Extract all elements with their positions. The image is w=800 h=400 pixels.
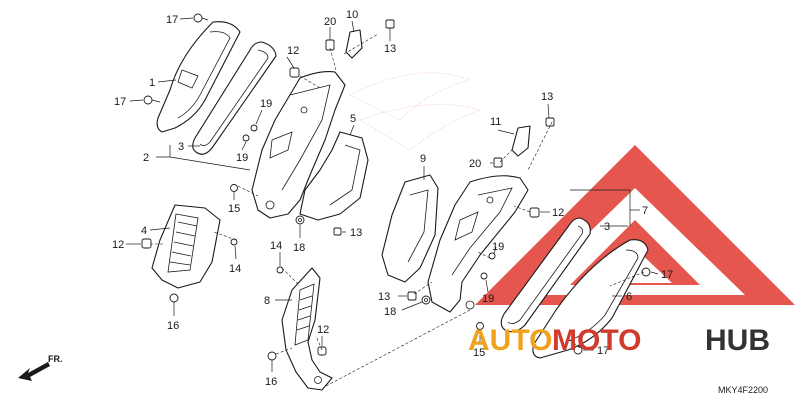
watermark-logo	[475, 145, 795, 305]
callout-17: 17	[661, 269, 673, 281]
svg-text:HUB: HUB	[705, 324, 770, 357]
bolt-15-b	[476, 322, 484, 330]
screw-14-b	[276, 266, 284, 274]
callout-9: 9	[420, 153, 426, 165]
callout-13: 13	[350, 227, 362, 239]
nut-13-a	[385, 19, 395, 29]
grommet-12-a	[289, 67, 300, 78]
bolt-17-left	[143, 95, 161, 105]
screw-19-a	[250, 124, 258, 132]
screw-14-a	[230, 238, 238, 246]
callout-3: 3	[604, 221, 610, 233]
callout-19: 19	[482, 293, 494, 305]
screw-19-c	[488, 252, 496, 260]
callout-14: 14	[270, 240, 282, 252]
bolt-20-b	[493, 157, 503, 168]
grommet-12-b	[141, 238, 152, 249]
screw-19-b	[242, 134, 250, 142]
front-direction-indicator: FR.	[18, 354, 63, 381]
arrow-down-left-icon	[18, 362, 50, 381]
part-1-side-cover	[156, 21, 241, 133]
watermark-text: AUTO MOTO HUB	[468, 324, 770, 357]
part-8-lower-panel	[281, 267, 333, 391]
nut-13-b	[333, 227, 342, 236]
callout-labels: 17 1 17 2 3 12 20 10 13 19 19 5 15 4 12 …	[112, 9, 673, 388]
callout-19: 19	[260, 98, 272, 110]
callout-17: 17	[597, 345, 609, 357]
callout-17: 17	[114, 96, 126, 108]
bolt-16-a	[169, 293, 179, 303]
part-4-vent-grille	[151, 204, 221, 289]
callout-16: 16	[265, 376, 277, 388]
callout-15: 15	[473, 347, 485, 359]
callout-14: 14	[229, 263, 241, 275]
callout-12: 12	[317, 324, 329, 336]
washer-18-b	[421, 295, 431, 305]
grommet-12-c	[317, 346, 327, 356]
callout-4: 4	[141, 225, 147, 237]
callout-5: 5	[350, 113, 356, 125]
part-3-seal-left	[192, 41, 277, 155]
svg-text:MOTO: MOTO	[552, 324, 641, 357]
bolt-17-right	[641, 267, 651, 277]
callout-16: 16	[167, 320, 179, 332]
callout-18: 18	[293, 242, 305, 254]
svg-text:AUTO: AUTO	[468, 324, 552, 357]
callout-20: 20	[469, 158, 481, 170]
dotted-background	[349, 72, 482, 151]
callout-13: 13	[384, 43, 396, 55]
bolt-16-b	[267, 351, 277, 361]
nut-13-c	[545, 117, 555, 127]
callout-11: 11	[490, 116, 501, 128]
part-5-inner-panel	[251, 71, 346, 219]
assembly-lines	[150, 33, 645, 387]
callout-18: 18	[384, 306, 396, 318]
part-9-bracket	[381, 174, 439, 283]
bolt-17-top	[193, 13, 209, 23]
callout-15: 15	[228, 203, 240, 215]
callout-8: 8	[264, 295, 270, 307]
screw-19-d	[480, 272, 488, 280]
direction-label: FR.	[48, 354, 63, 364]
part-11-clip	[511, 125, 531, 157]
callout-13: 13	[541, 91, 553, 103]
diagram-code: MKY4F2200	[718, 385, 768, 395]
callout-7: 7	[642, 205, 648, 217]
washer-18-a	[295, 215, 305, 225]
callout-17: 17	[166, 14, 178, 26]
callout-3: 3	[178, 141, 184, 153]
leader-lines	[126, 17, 659, 372]
part-7-side-frame	[427, 175, 529, 313]
callout-12: 12	[552, 207, 564, 219]
callout-1: 1	[149, 77, 155, 89]
callout-13: 13	[378, 291, 390, 303]
callout-6: 6	[626, 291, 632, 303]
callout-2: 2	[143, 152, 149, 164]
callout-10: 10	[346, 9, 358, 21]
part-3-seal-right	[500, 217, 591, 333]
grommet-12-d	[529, 207, 540, 218]
callout-20: 20	[324, 16, 336, 28]
callout-12: 12	[287, 45, 299, 57]
callout-12: 12	[112, 239, 124, 251]
part-5-duct	[299, 131, 369, 221]
bolt-15-a	[230, 184, 238, 192]
callout-19: 19	[236, 152, 248, 164]
part-10-clip	[345, 29, 363, 59]
part-6-side-cover	[532, 239, 649, 359]
callout-19: 19	[492, 241, 504, 253]
